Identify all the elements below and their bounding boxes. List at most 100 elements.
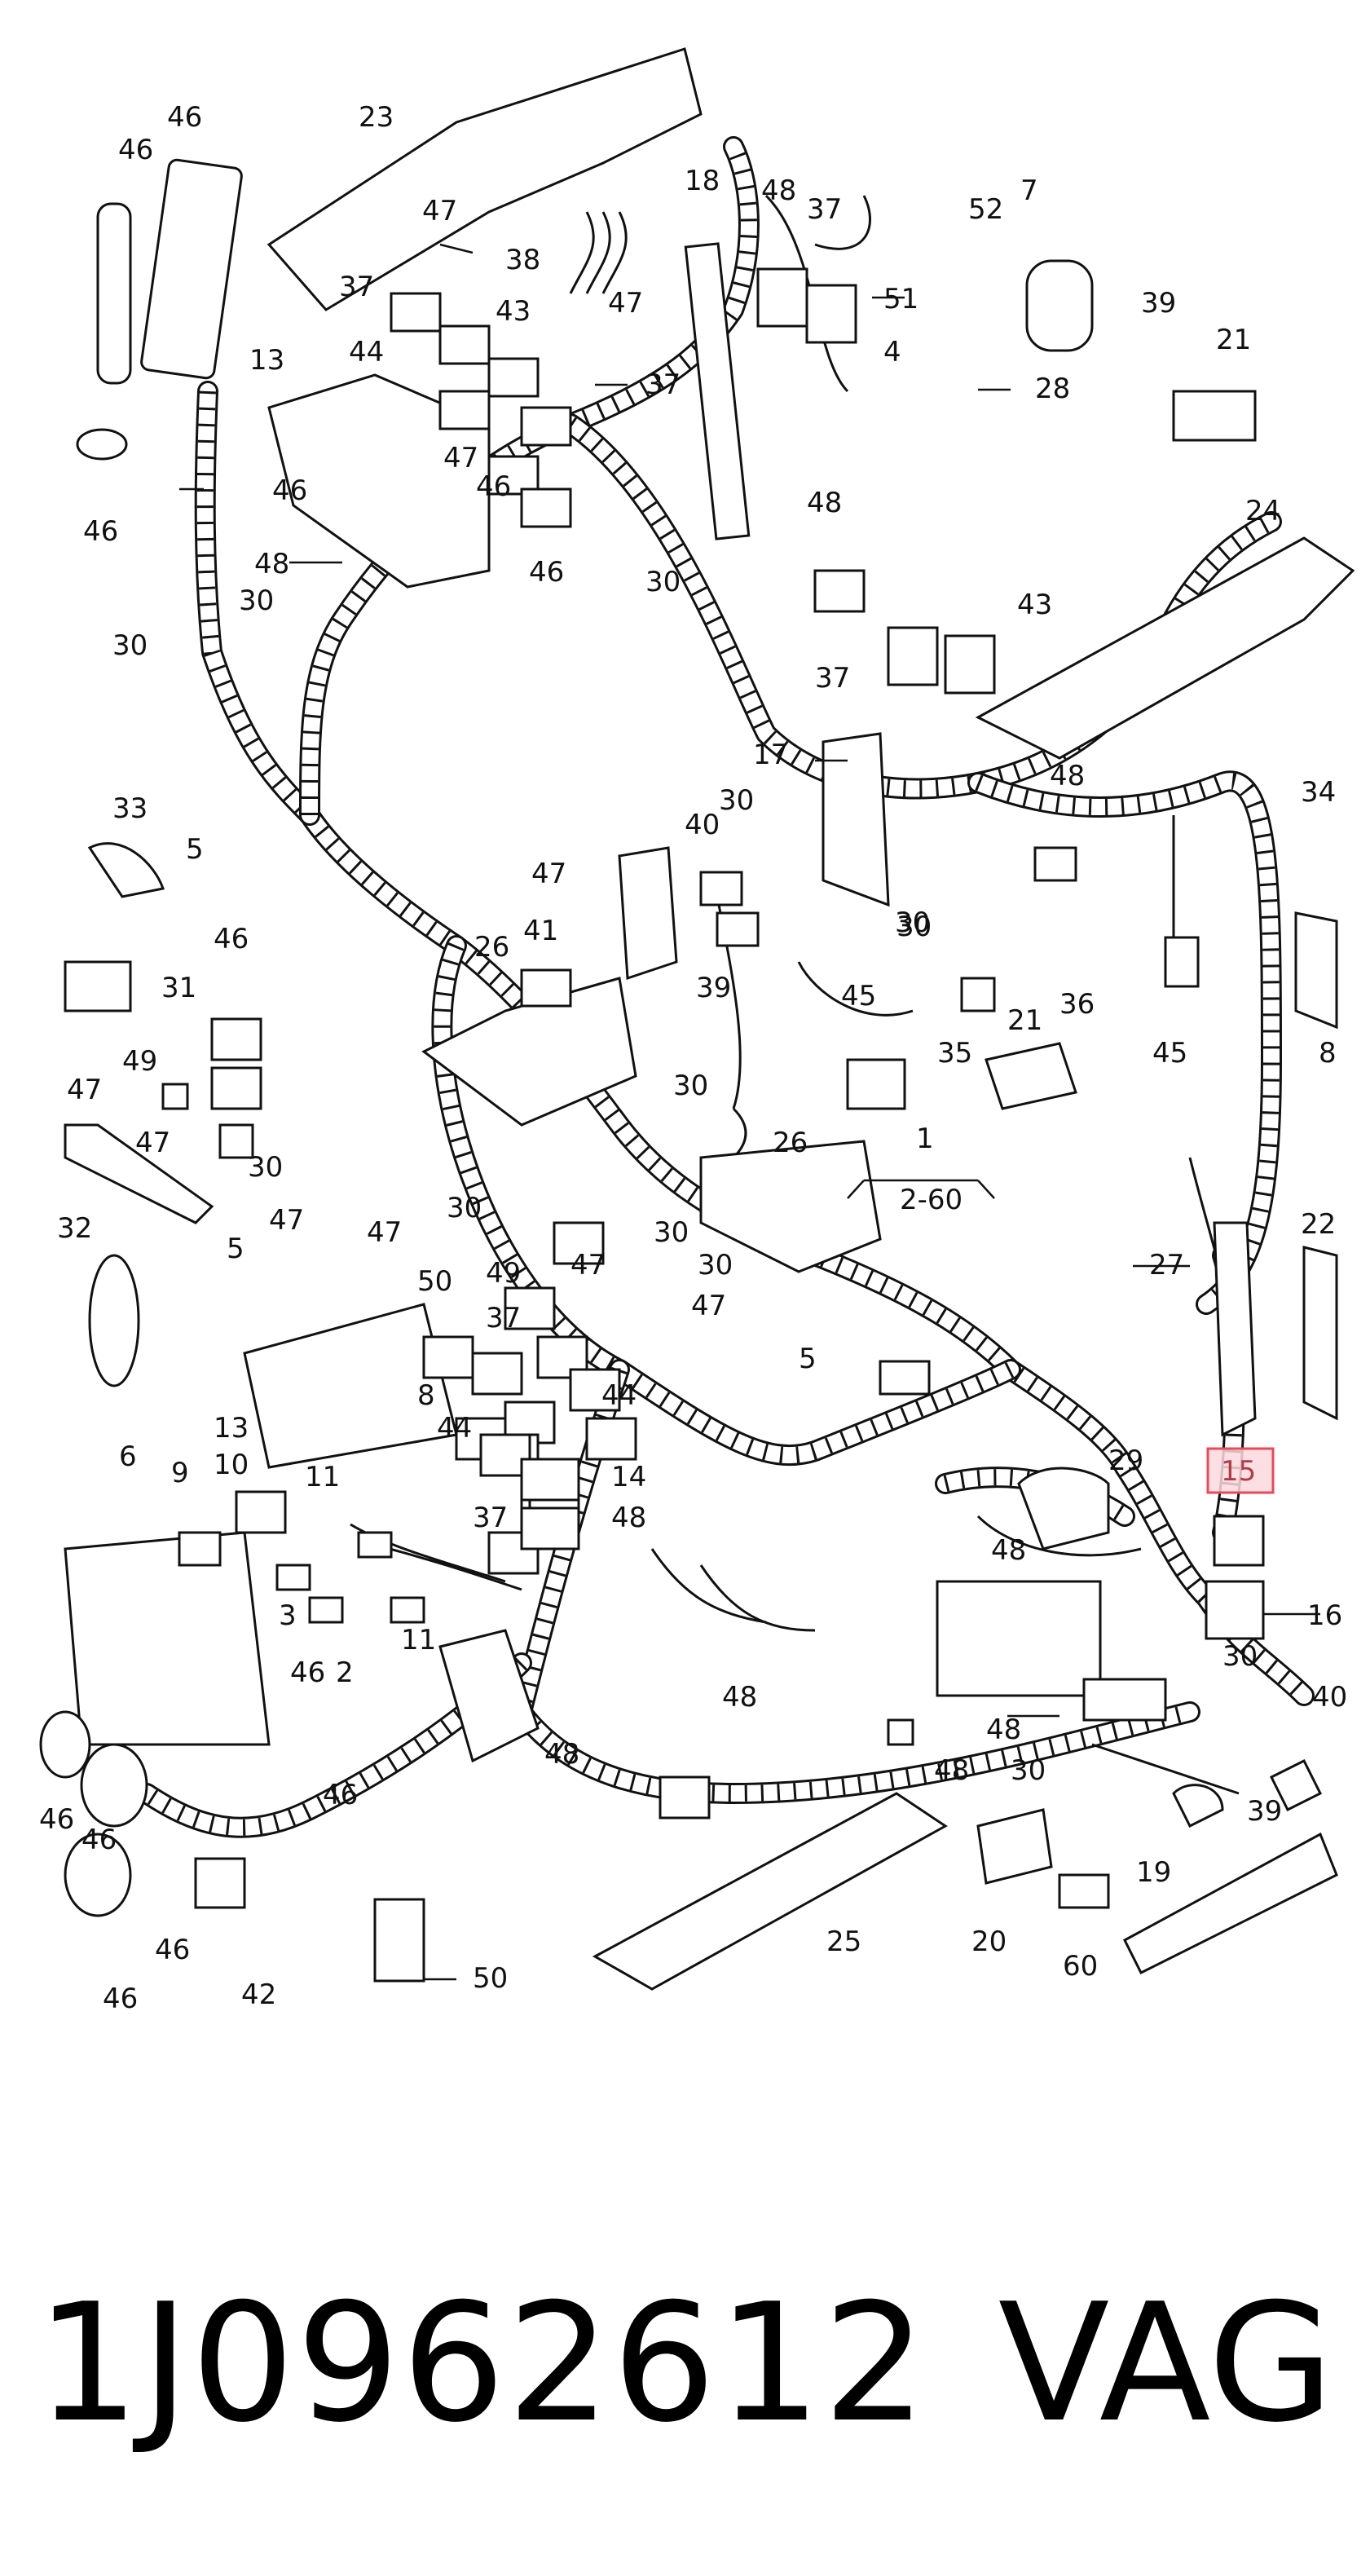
leader-lines [179,243,1320,1981]
callout-label: 36 [1059,988,1095,1021]
footer: 1J0962612 VAG [0,2258,1370,2470]
callout-label: 44 [437,1412,472,1445]
callout-label: 46 [214,923,249,955]
callout-label: 1 [916,1123,934,1155]
wiring-harness-diagram: 46 46 23 47 38 37 43 44 13 37 47 46 46 4… [39,47,1355,2015]
callout-label: 46 [290,1656,325,1689]
callout-label: 21 [1216,324,1251,356]
callout-label: 43 [1017,589,1052,621]
callout-label: 37 [815,662,850,695]
callout-label: 38 [505,244,540,276]
callout-label: 30 [1222,1640,1258,1673]
callout-label: 20 [971,1925,1007,1958]
callout-label: 30 [673,1070,708,1102]
callout-label: 26 [474,931,509,964]
callout-label: 37 [473,1502,508,1534]
callout-label: 13 [249,344,284,377]
callout-label: 8 [1319,1037,1337,1070]
callout-label: 39 [696,972,731,1004]
callout-label: 30 [248,1151,283,1184]
callout-label: 30 [654,1216,689,1249]
callout-label: 47 [367,1216,402,1249]
parts [39,47,1355,1991]
callout-label: 48 [934,1754,969,1787]
callout-label: 30 [645,566,681,598]
callout-label: 18 [685,165,720,197]
callout-label: 46 [83,515,118,548]
callout-label: 48 [544,1738,579,1771]
callout-label: 23 [359,101,394,134]
part-number: 1J0962612 [36,2269,928,2459]
callout-label: 37 [486,1302,521,1334]
callout-label: 48 [991,1534,1026,1567]
callout-label: 49 [122,1045,157,1078]
callout-label: 3 [279,1599,297,1632]
callout-label: 33 [112,792,148,825]
callout-label: 13 [214,1412,249,1445]
callout-label: 46 [323,1779,358,1811]
callout-label: 30 [895,906,930,939]
callout-label: 47 [422,195,457,227]
callout-label: 46 [39,1803,74,1836]
callout-label: 42 [241,1978,276,2011]
callout-label: 2 [336,1656,354,1689]
callout-label: 11 [401,1624,436,1656]
callout-label: 4 [883,336,901,368]
callout-label: 5 [186,833,204,866]
callout-label: 30 [719,784,754,817]
callout-label: 6 [119,1440,137,1473]
callout-label: 48 [254,548,289,580]
callout-label: 34 [1301,776,1336,809]
callout-label: 2-60 [900,1184,963,1216]
callout-label: 45 [841,980,876,1012]
callout-label: 47 [269,1204,304,1237]
callout-label: 14 [611,1461,646,1493]
callout-labels: 46 46 23 47 38 37 43 44 13 37 47 46 46 4… [39,101,1347,2015]
callout-label: 44 [349,336,384,368]
callout-label: 25 [826,1925,861,1958]
callout-label: 47 [135,1127,170,1159]
callout-label: 46 [81,1824,117,1856]
callout-label: 9 [171,1457,189,1489]
highlighted-callout[interactable]: 15 [1206,1447,1275,1494]
callout-label: 45 [1152,1037,1187,1070]
callout-label: 8 [417,1379,435,1412]
callout-label: 16 [1307,1599,1342,1632]
callout-label: 39 [1141,287,1176,320]
callout-label: 30 [239,584,274,617]
callout-label: 48 [611,1502,646,1534]
highlighted-callout-label: 15 [1221,1455,1256,1488]
callout-label: 21 [1007,1004,1042,1037]
callout-label: 39 [1247,1795,1282,1828]
callout-label: 37 [645,368,681,401]
callout-label: 47 [67,1074,102,1106]
callout-label: 50 [417,1265,452,1298]
brand-label: VAG [998,2269,1334,2459]
callout-label: 30 [112,629,148,662]
callout-label: 32 [57,1212,92,1245]
callout-label: 46 [103,1983,138,2015]
callout-label: 47 [443,442,478,474]
callout-label: 7 [1020,174,1038,207]
callout-label: 48 [807,487,842,519]
callout-label: 30 [896,911,932,943]
callout-label: 48 [722,1681,757,1714]
callout-label: 49 [486,1257,521,1290]
callout-label: 41 [523,915,558,947]
callout-label: 52 [968,193,1003,226]
callout-label: 46 [476,470,511,503]
callout-label: 47 [608,287,643,320]
callout-label: 11 [305,1461,340,1493]
callout-label: 46 [155,1934,190,1966]
callout-label: 46 [118,134,153,166]
callout-label: 22 [1301,1208,1336,1241]
callout-label: 30 [1011,1754,1046,1787]
callout-label: 48 [1050,760,1085,792]
callout-label: 50 [473,1962,508,1995]
callout-label: 29 [1108,1445,1143,1477]
callout-label: 30 [447,1192,482,1224]
callout-label: 24 [1245,495,1280,527]
callout-label: 43 [496,295,531,328]
callout-label: 47 [691,1290,726,1322]
callout-label: 46 [529,556,564,589]
